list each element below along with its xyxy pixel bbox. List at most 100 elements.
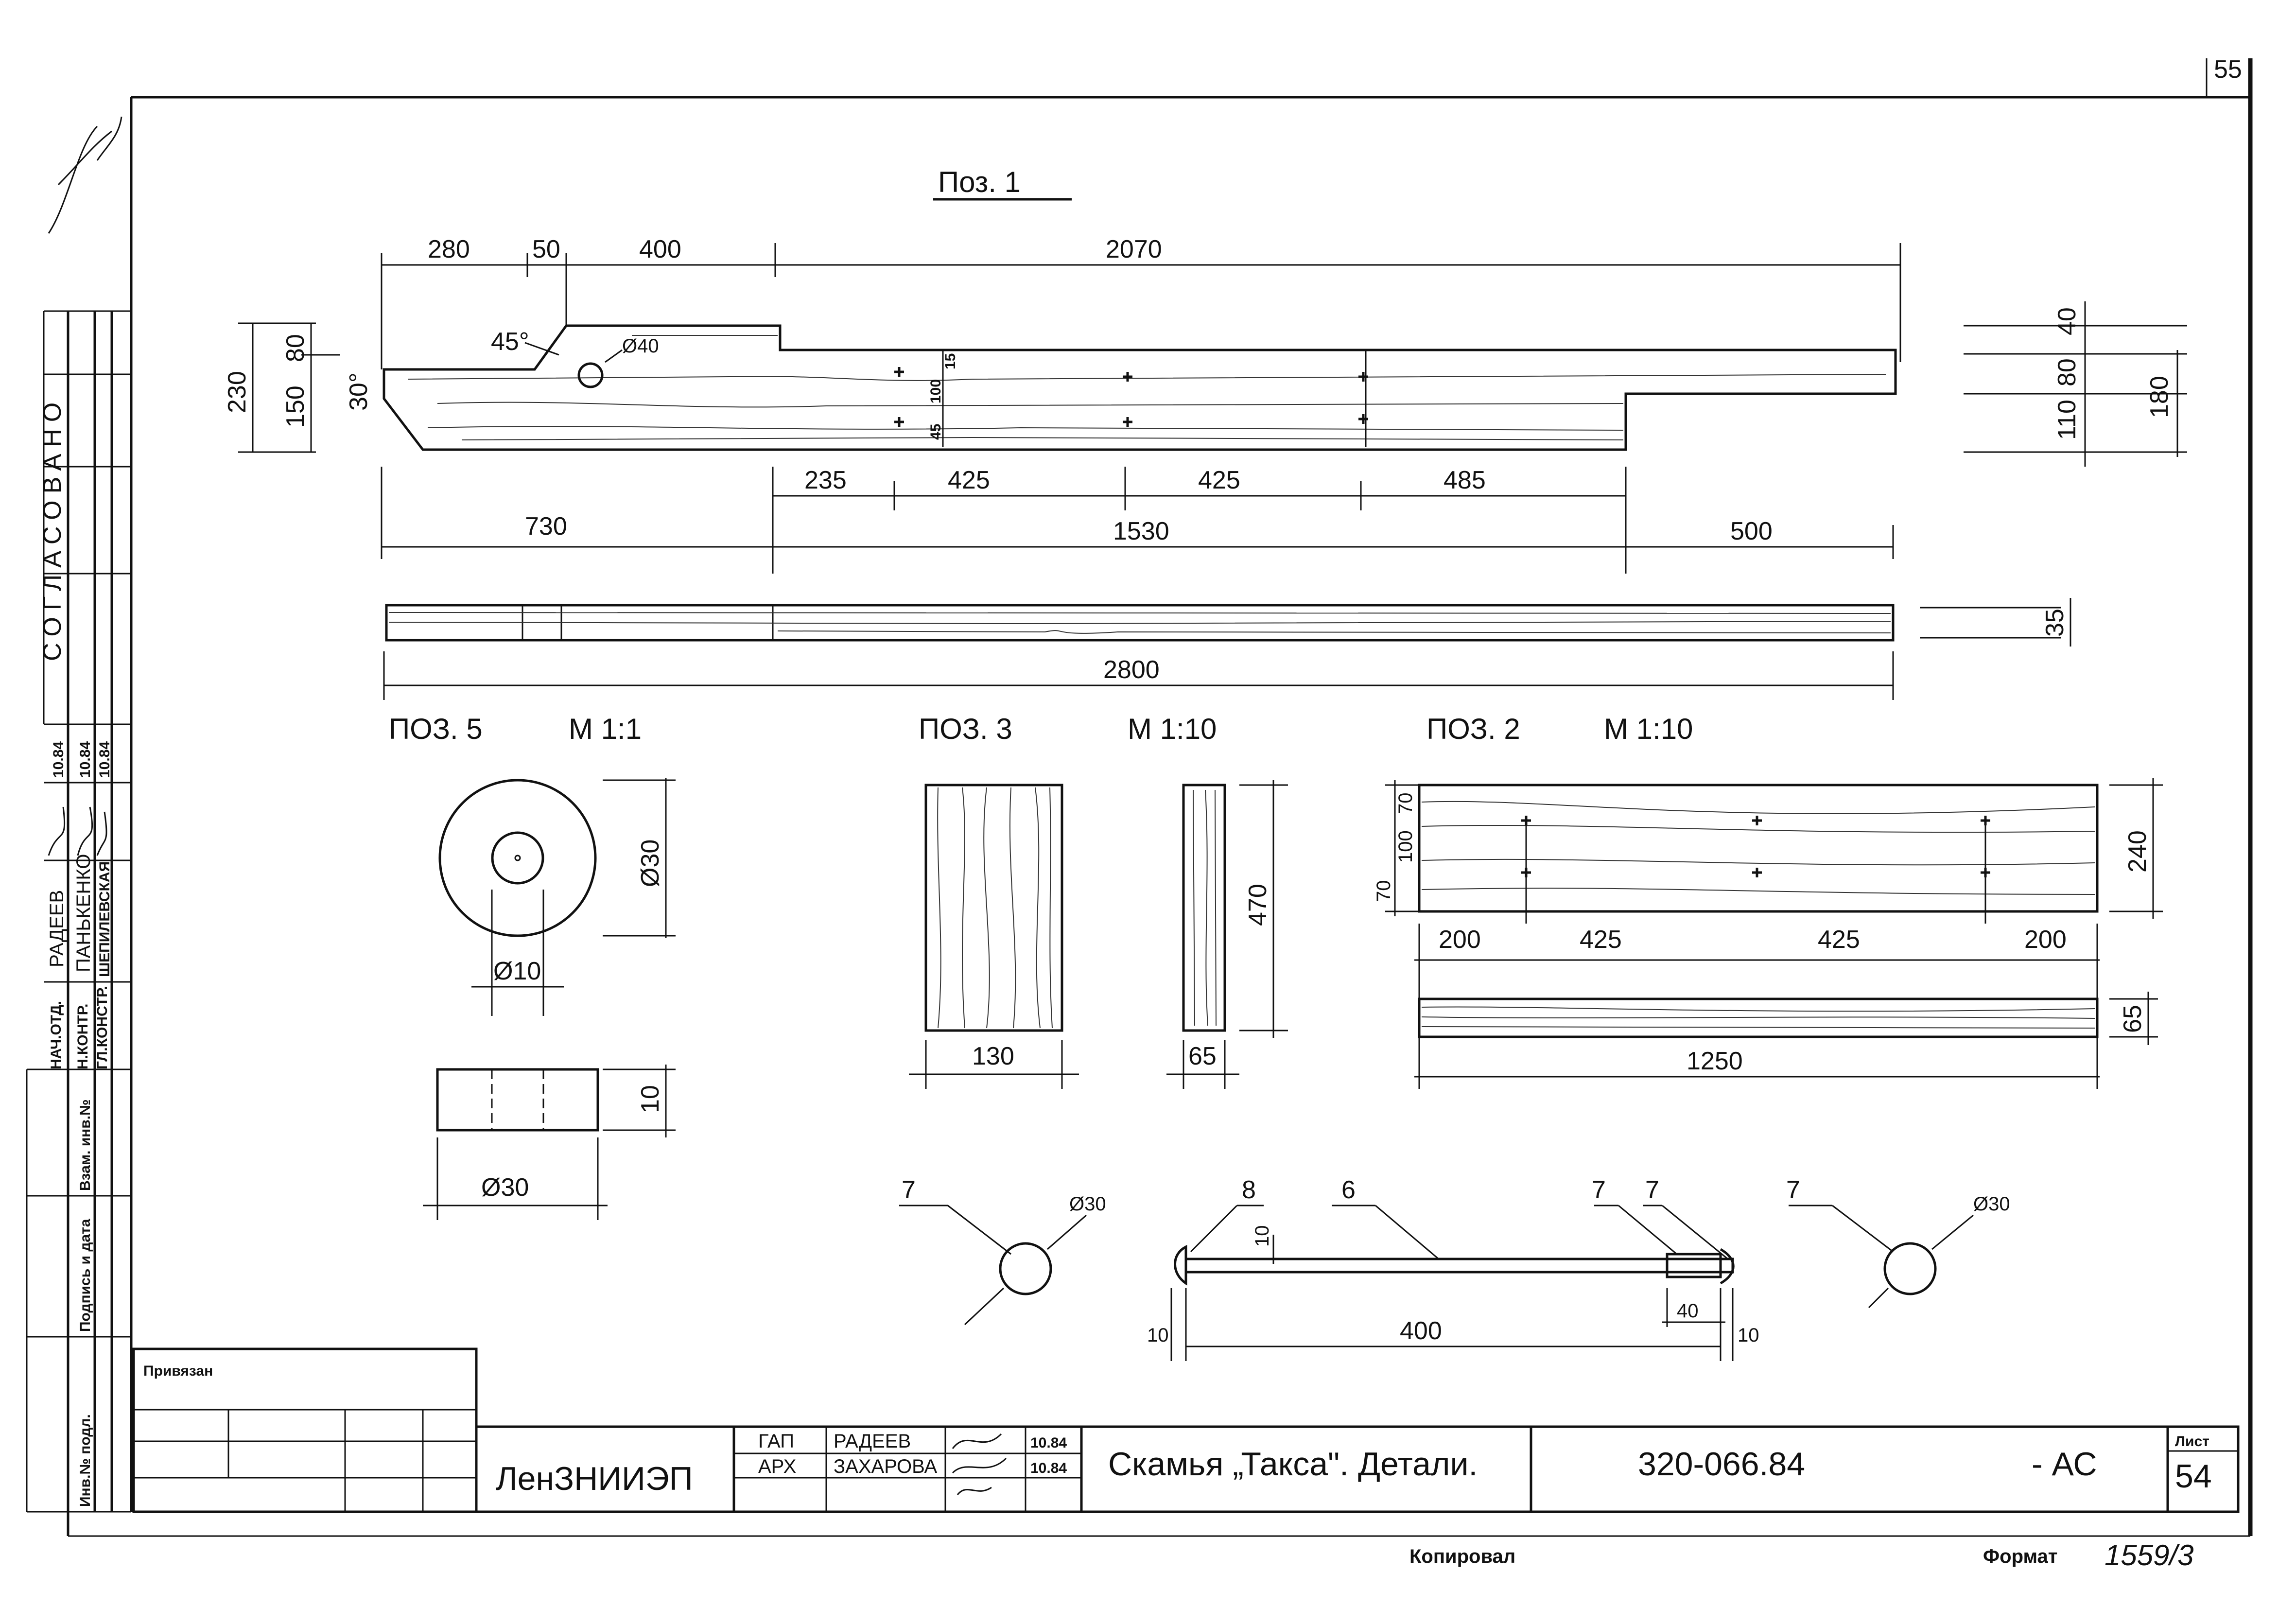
bolt-shank [1184, 1258, 1734, 1274]
stamp-name-2: ПАНЬКЕНКО [73, 854, 94, 972]
pos3-scale: М 1:10 [1128, 713, 1217, 745]
pos1-inner-15: 15 [942, 353, 958, 369]
pos1-total-length: 2800 [1103, 656, 1160, 684]
title-name-2: ЗАХАРОВА [834, 1456, 937, 1477]
pos1-row1-425a: 425 [948, 466, 990, 494]
stamp-field-replace: Взам. инв.№ [77, 1099, 93, 1191]
stamp-role-2: Н.КОНТР. [75, 1004, 91, 1069]
pos1-dim-230: 230 [223, 371, 251, 413]
pos3-height: 470 [1244, 884, 1272, 926]
pos2-height: 240 [2123, 830, 2152, 873]
pos1-side-profile [383, 324, 1897, 451]
title-role-2: АРХ [758, 1456, 796, 1477]
bolt-callout-8: 7 [1592, 1176, 1606, 1204]
pos1-row1-425b: 425 [1198, 466, 1240, 494]
pos5-group: ПОЗ. 5 М 1:1 Ø30 Ø10 10 Ø30 [389, 713, 676, 1220]
title-sheet-label: Лист [2175, 1433, 2209, 1450]
bolt-callout-7a: 7 [902, 1176, 916, 1204]
title-block: Привязан ЛенЗНИИЭП ГАП РАДЕЕВ 10.84 АРХ … [132, 1347, 2240, 1513]
pos5-title: ПОЗ. 5 [389, 713, 483, 745]
pos1-dim-400: 400 [639, 235, 681, 263]
pos1-hole-label: Ø40 [622, 335, 659, 357]
side-stamp: СОГЛАСОВАНО НАЧ.ОТД. Н.КОНТР. ГЛ.КОНСТР.… [26, 116, 131, 1536]
stamp-signatures [48, 806, 107, 856]
bolt-group: 7 Ø30 10 6 8 7 7 10 400 40 10 [899, 1176, 2010, 1361]
footer-format: Формат [1983, 1546, 2057, 1567]
stamp-date-3: 10.84 [97, 741, 113, 778]
footer-copied: Копировал [1409, 1546, 1515, 1567]
pos1-right-180: 180 [2145, 376, 2174, 418]
pos5-width-d: Ø30 [481, 1173, 529, 1202]
stamp-role-3: ГЛ.КОНСТР. [94, 986, 110, 1069]
title-drawing-name: Скамья „Такса". Детали. [1108, 1446, 1478, 1483]
bolt-head [1174, 1244, 1187, 1286]
title-mark: - АС [2032, 1446, 2097, 1483]
stamp-date-2: 10.84 [77, 741, 93, 778]
bolt-callout-7c: 7 [1645, 1176, 1659, 1204]
bolt-shank-d: 10 [1252, 1225, 1273, 1247]
pos1-drill-marks [894, 367, 1368, 427]
pos5-height: 10 [636, 1085, 664, 1113]
pos5-washer-inner [491, 831, 544, 885]
pos5-outer-d: Ø30 [636, 839, 664, 887]
top-sheet-number: 55 [2214, 55, 2242, 84]
stamp-field-inv: Инв.№ подл. [77, 1414, 93, 1507]
stamp-handwriting [48, 116, 122, 234]
pos1-dim-2070: 2070 [1106, 235, 1162, 263]
stamp-name-3: ШЕПИЛЕВСКАЯ [97, 861, 113, 977]
pos1-thickness: 35 [2041, 609, 2069, 637]
pos5-washer-side [436, 1068, 599, 1132]
pos2-front [1418, 784, 2099, 913]
pos5-inner-d: Ø10 [493, 957, 541, 985]
pos2-dim-425a: 425 [1580, 926, 1622, 954]
pos1-group: Поз. 1 280 50 400 2070 Ø40 [223, 166, 2187, 700]
pos1-inner-100: 100 [928, 379, 944, 403]
pos3-group: ПОЗ. 3 М 1:10 470 130 65 [909, 713, 1288, 1089]
stamp-role-1: НАЧ.ОТД. [48, 1001, 64, 1069]
pos1-title: Поз. 1 [938, 166, 1021, 198]
pos1-right-80: 80 [2053, 358, 2081, 386]
pos1-top-view [385, 604, 1895, 642]
bolt-len-10a: 10 [1147, 1325, 1169, 1346]
title-bound-label: Привязан [143, 1363, 213, 1379]
pos3-title: ПОЗ. 3 [919, 713, 1012, 745]
title-date-1: 10.84 [1030, 1435, 1067, 1451]
stamp-title: СОГЛАСОВАНО [38, 396, 67, 661]
pos1-right-40: 40 [2053, 307, 2081, 335]
pos2-title: ПОЗ. 2 [1426, 713, 1520, 745]
pos2-drill-marks [1521, 816, 1990, 877]
stamp-name-1: РАДЕЕВ [46, 890, 68, 967]
title-signatures [952, 1433, 1007, 1495]
pos1-row1-235: 235 [804, 466, 847, 494]
pos3-side [1182, 784, 1226, 1032]
bolt-len-10b: 10 [1738, 1325, 1759, 1346]
bolt-callout-7b: 8 [1242, 1176, 1256, 1204]
bolt-callout-7d: 7 [1786, 1176, 1800, 1204]
pos1-row2-1530: 1530 [1113, 517, 1169, 545]
pos1-row2-730: 730 [525, 512, 567, 541]
pos5-washer-outer [438, 779, 597, 937]
pos1-dim-150: 150 [281, 385, 310, 428]
pos2-top-view [1418, 997, 2099, 1038]
title-date-2: 10.84 [1030, 1460, 1067, 1476]
pos1-dim-280: 280 [428, 235, 470, 263]
pos1-dim-80: 80 [281, 334, 310, 362]
pos2-thickness: 65 [2119, 1005, 2147, 1033]
bolt-len-40: 40 [1677, 1300, 1699, 1322]
pos1-row1-485: 485 [1444, 466, 1486, 494]
title-name-1: РАДЕЕВ [834, 1431, 911, 1452]
bolt-washer-left [999, 1242, 1052, 1295]
title-sheet-number: 54 [2175, 1458, 2212, 1495]
pos3-thickness: 65 [1188, 1042, 1217, 1070]
pos1-row2-500: 500 [1730, 517, 1773, 545]
stamp-field-sign: Подпись и дата [77, 1219, 93, 1332]
pos2-left-100: 100 [1395, 830, 1416, 863]
pos2-dim-425b: 425 [1818, 926, 1860, 954]
pos2-scale: М 1:10 [1604, 713, 1693, 745]
stamp-date-1: 10.84 [51, 741, 67, 778]
pos2-group: ПОЗ. 2 М 1:10 70 100 70 240 200 425 [1373, 713, 2163, 1089]
sheet-frame [68, 58, 2253, 1537]
pos1-angle-45: 45° [491, 328, 529, 356]
footer-handwritten: 1559/3 [2105, 1539, 2194, 1572]
